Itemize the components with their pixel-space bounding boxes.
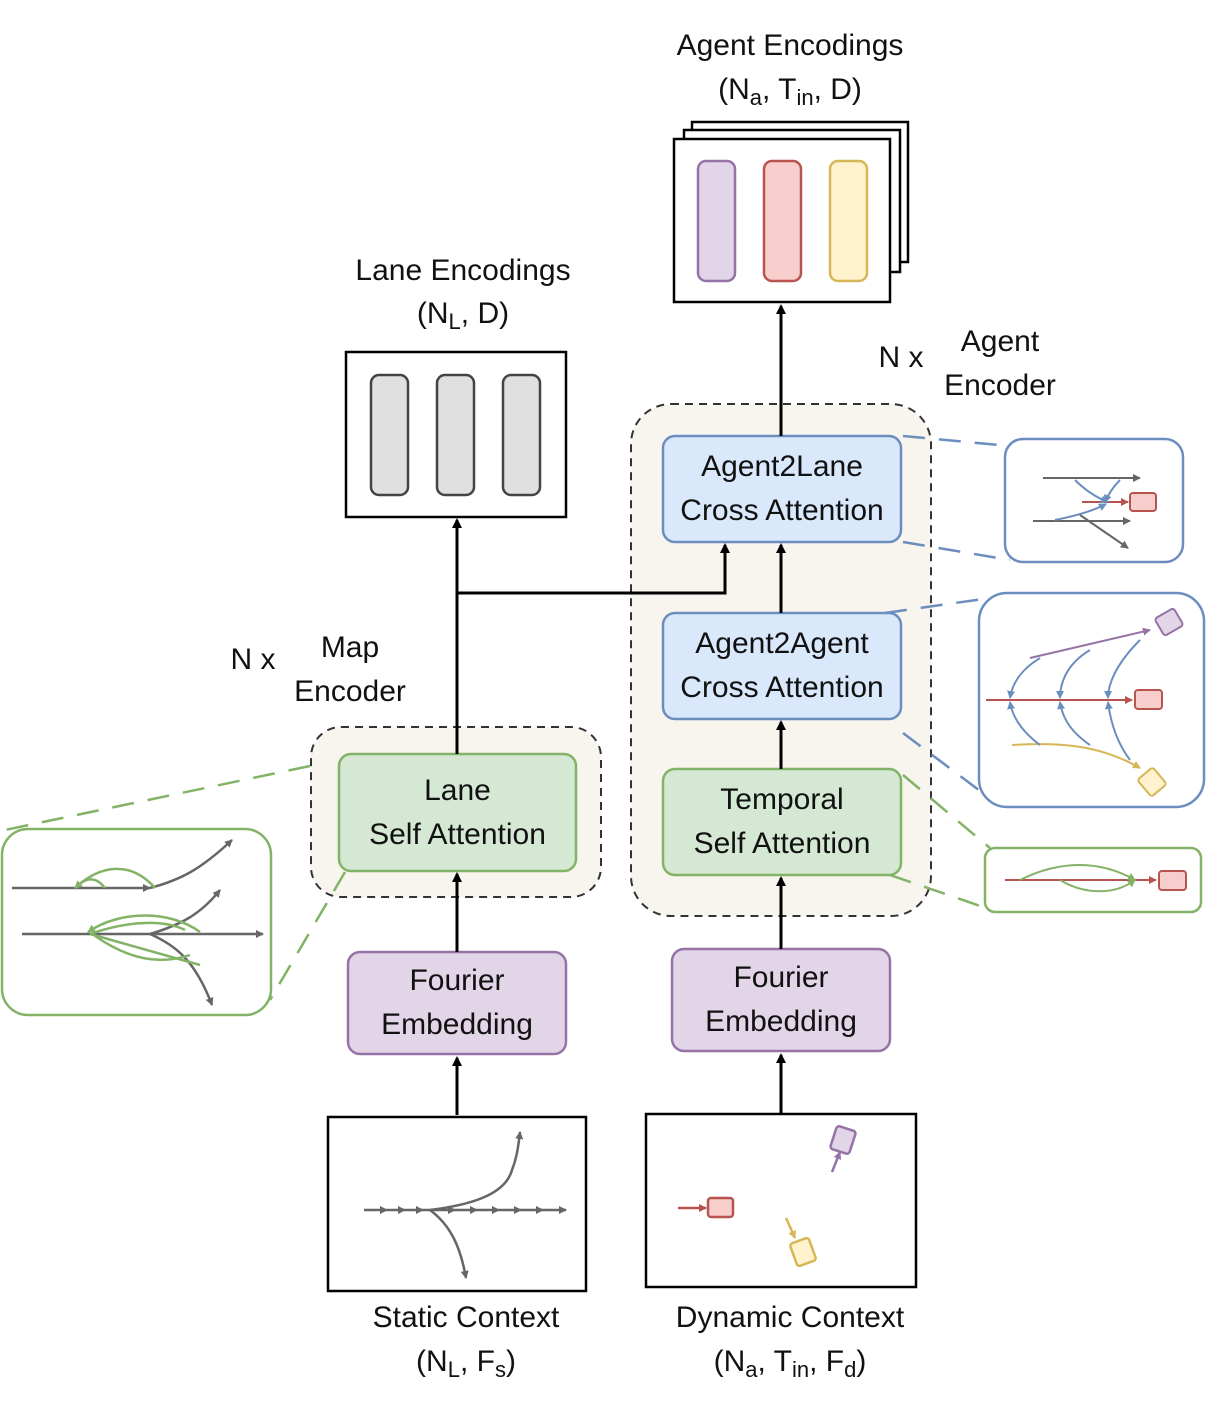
dynamic-context-shape: (Na, Tin, Fd) — [713, 1345, 867, 1382]
map-encoder-name-line2: Encoder — [294, 675, 406, 708]
lane-token-1 — [369, 373, 410, 497]
agent-encodings-shape: (Na, Tin, D) — [718, 73, 862, 110]
dynamic-context-title: Dynamic Context — [675, 1301, 905, 1334]
agent2agent-detail-panel — [977, 591, 1206, 809]
agent-encoder-repeat: N x — [878, 341, 924, 374]
agent-purple-vehicle — [829, 1125, 857, 1155]
agent-encodings-title: Agent Encodings — [676, 29, 904, 62]
map-encoder-repeat: N x — [230, 643, 276, 676]
lane-encodings-box — [344, 350, 568, 519]
agent-encodings-stack — [672, 120, 910, 304]
lane-token-3 — [501, 373, 542, 497]
lane-encodings-shape: (NL, D) — [416, 297, 510, 334]
flow-arrows — [452, 304, 786, 1115]
agent-yellow-vehicle — [789, 1236, 817, 1268]
lane-encodings-title: Lane Encodings — [355, 254, 571, 287]
agent-token-purple — [696, 159, 737, 283]
lane-token-2 — [435, 373, 476, 497]
temporal-detail-panel — [983, 846, 1203, 914]
agent2lane-detail-panel — [1003, 437, 1185, 564]
static-context-shape: (NL, Fs) — [416, 1345, 516, 1382]
agent-red-vehicle — [706, 1196, 735, 1219]
static-context-title: Static Context — [372, 1301, 560, 1334]
agent-token-red — [762, 159, 803, 283]
lane-self-detail-panel — [0, 827, 273, 1017]
map-encoder-name-line1: Map — [320, 631, 380, 664]
dynamic-context-box — [644, 1112, 918, 1289]
agent-encoder-name-line1: Agent — [960, 325, 1040, 358]
zoom-connectors — [4, 434, 1011, 1001]
static-context-box — [326, 1115, 588, 1293]
agent-encoder-name-line2: Encoder — [944, 369, 1056, 402]
agent-token-yellow — [828, 159, 869, 283]
